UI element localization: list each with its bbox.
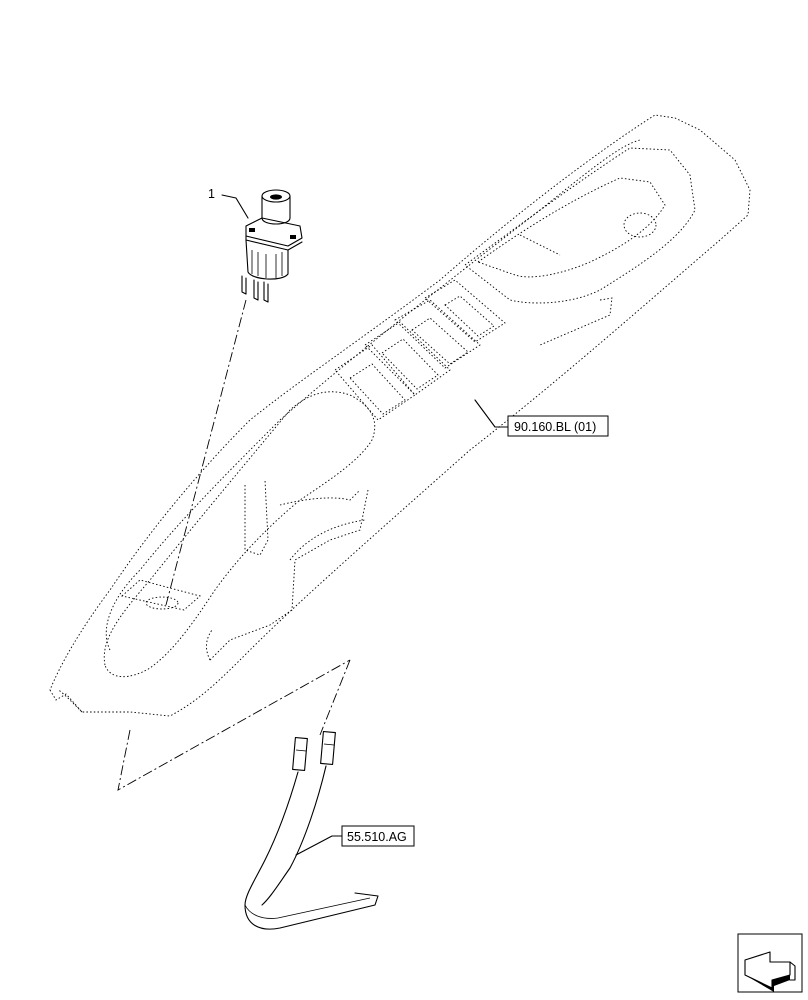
harness-ref-box (341, 825, 415, 847)
panel-ref-label: 90.160.BL (01) (514, 420, 596, 434)
switch-install-line (165, 299, 247, 606)
panel-ref-leader (474, 399, 509, 428)
item-number-label: 1 (208, 187, 215, 201)
item-1-leader (221, 194, 249, 219)
harness-install-line-a (319, 659, 351, 736)
harness-ref-leader (295, 835, 343, 856)
view-direction-arrow-icon (737, 933, 803, 993)
console-panel (49, 114, 751, 717)
harness-install-line-b (117, 659, 351, 791)
panel-ref-box (507, 415, 609, 437)
harness-ref-label: 55.510.AG (347, 830, 407, 844)
wire-harness (244, 730, 379, 930)
push-switch (241, 189, 303, 303)
